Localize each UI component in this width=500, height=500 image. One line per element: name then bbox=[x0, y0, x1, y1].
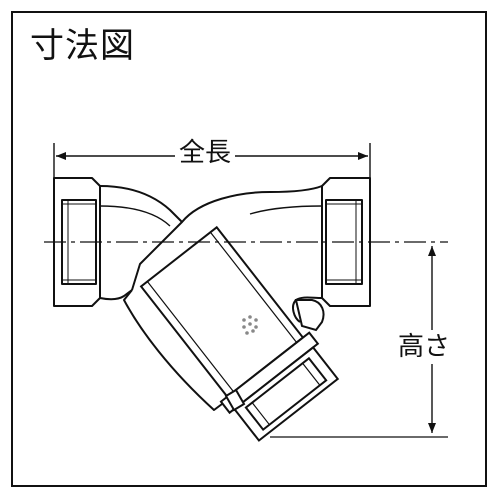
screen-cylinder bbox=[139, 225, 340, 442]
overall-length-label: 全長 bbox=[175, 138, 236, 168]
strainer-body bbox=[53, 177, 371, 411]
page-title: 寸法図 bbox=[30, 26, 135, 66]
height-label: 高さ bbox=[396, 330, 453, 364]
screen-dots bbox=[242, 315, 258, 335]
body-bore bbox=[99, 205, 323, 227]
drain-boss bbox=[224, 299, 325, 412]
